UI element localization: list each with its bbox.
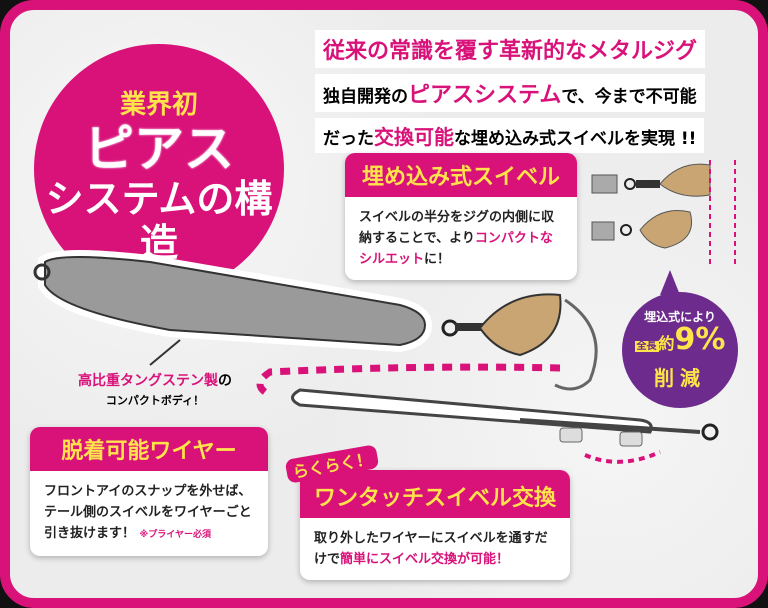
text: な埋め込み式スイベルを実現 !! xyxy=(454,129,697,149)
wire-note: ※プライヤー必須 xyxy=(139,530,212,540)
reduction-value: 9% xyxy=(674,322,726,357)
text: で、今まで不可能 xyxy=(561,87,697,107)
headline-line2: 独自開発のピアスシステムで、今まで不可能 xyxy=(315,74,705,112)
wire xyxy=(291,388,719,464)
text: だった xyxy=(323,129,374,149)
callout-pointer xyxy=(660,270,680,295)
jig-body xyxy=(33,250,433,353)
embedded-swivel-card: 埋め込み式スイベル スイベルの半分をジグの内側に収納することで、よりコンパクトな… xyxy=(345,153,577,280)
text: の xyxy=(218,373,232,389)
text: 独自開発の xyxy=(323,87,408,107)
pointer-line xyxy=(149,339,181,366)
reduction-label: 埋込式により xyxy=(644,310,716,324)
text: スイベルの半分をジグの内側に収納することで、より xyxy=(359,210,555,246)
text-highlight: ピアスシステム xyxy=(408,83,562,108)
badge-top: 業界初 xyxy=(119,90,198,120)
body-note: 高比重タングステン製の コンパクトボディ！ xyxy=(45,370,265,408)
text-highlight: 簡単にスイベル交換が可能！ xyxy=(340,552,510,567)
wire-title: 脱着可能ワイヤー xyxy=(30,427,268,471)
wire-body: フロントアイのスナップを外せば、テール側のスイベルをワイヤーごと引き抜けます！ … xyxy=(30,471,268,556)
reduction-value-row: 全長約9% xyxy=(622,325,738,362)
headline-line3: だった交換可能な埋め込み式スイベルを実現 !! xyxy=(315,118,705,153)
embedded-swivel-body: スイベルの半分をジグの内側に収納することで、よりコンパクトなシルエットに！ xyxy=(345,197,577,280)
text-highlight: コンパクトなシルエット xyxy=(359,231,553,267)
embedded-swivel-title: 埋め込み式スイベル xyxy=(345,153,577,197)
badge-main: ピアス xyxy=(84,120,234,178)
reduction-tag: 全長 xyxy=(634,341,659,352)
swivel-comparison xyxy=(591,160,736,265)
swivel-and-blade xyxy=(441,293,598,391)
text: 取り外したワイヤーにスイベルを通すだけで xyxy=(314,531,548,567)
text: に！ xyxy=(424,252,451,267)
headline-line1: 従来の常識を覆す革新的なメタルジグ xyxy=(315,30,706,68)
reduction-prefix: 約 xyxy=(658,334,675,353)
text-highlight: 高比重タングステン製 xyxy=(78,373,218,389)
one-touch-title: ワンタッチスイベル交換 xyxy=(300,470,570,518)
dashed-arrow xyxy=(256,363,561,399)
reduction-badge: 埋込式により 全長約9% 削減 xyxy=(622,292,738,408)
text-highlight: 交換可能 xyxy=(374,125,454,149)
headline: 従来の常識を覆す革新的なメタルジグ 独自開発のピアスシステムで、今まで不可能 だ… xyxy=(315,30,706,153)
one-touch-body: 取り外したワイヤーにスイベルを通すだけで簡単にスイベル交換が可能！ xyxy=(300,518,570,580)
one-touch-card: ワンタッチスイベル交換 取り外したワイヤーにスイベルを通すだけで簡単にスイベル交… xyxy=(300,470,570,580)
reduction-suffix: 削減 xyxy=(654,366,706,390)
wire-card: 脱着可能ワイヤー フロントアイのスナップを外せば、テール側のスイベルをワイヤーご… xyxy=(30,427,268,556)
text: フロントアイのスナップを外せば、テール側のスイベルをワイヤーごと引き抜けます！ xyxy=(44,484,252,541)
text: コンパクトボディ！ xyxy=(105,394,205,407)
